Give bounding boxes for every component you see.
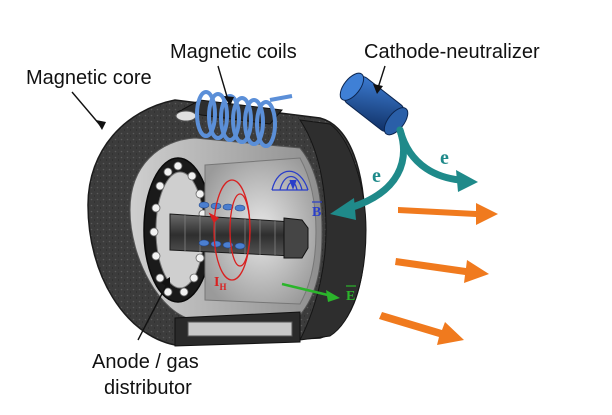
- hall-current-loops: [208, 179, 251, 281]
- symbol-e-field: E: [346, 289, 355, 304]
- label-anode-line2: distributor: [104, 377, 192, 399]
- label-magnetic-coils: Magnetic coils: [170, 41, 297, 63]
- central-pole: [169, 213, 309, 259]
- exhaust-arrow-middle: [395, 258, 489, 283]
- electron-arrow-head-left: [330, 198, 356, 220]
- cathode-neutralizer: [339, 72, 409, 136]
- symbol-hall-current: IH: [214, 275, 226, 292]
- magnetic-coils: [175, 90, 293, 148]
- electron-paths: [346, 126, 464, 212]
- leader-lines: [71, 65, 386, 341]
- symbol-electron-2: e: [440, 147, 449, 169]
- electric-field-arrow: [281, 282, 340, 302]
- hall-current-letter: I: [214, 275, 219, 290]
- label-anode-line1: Anode / gas: [92, 351, 199, 373]
- label-cathode-neutralizer: Cathode-neutralizer: [364, 41, 540, 63]
- magnetic-field-lines: [271, 170, 309, 191]
- symbol-electron-1: e: [372, 165, 381, 187]
- label-magnetic-core: Magnetic core: [26, 67, 152, 89]
- exhaust-arrow-top: [398, 203, 498, 225]
- ion-exhaust: [379, 203, 498, 345]
- exhaust-arrow-bottom: [379, 312, 464, 345]
- symbol-b-field: B: [312, 205, 321, 220]
- electron-arrow-head-right: [456, 170, 478, 192]
- hall-current-subscript: H: [219, 282, 226, 292]
